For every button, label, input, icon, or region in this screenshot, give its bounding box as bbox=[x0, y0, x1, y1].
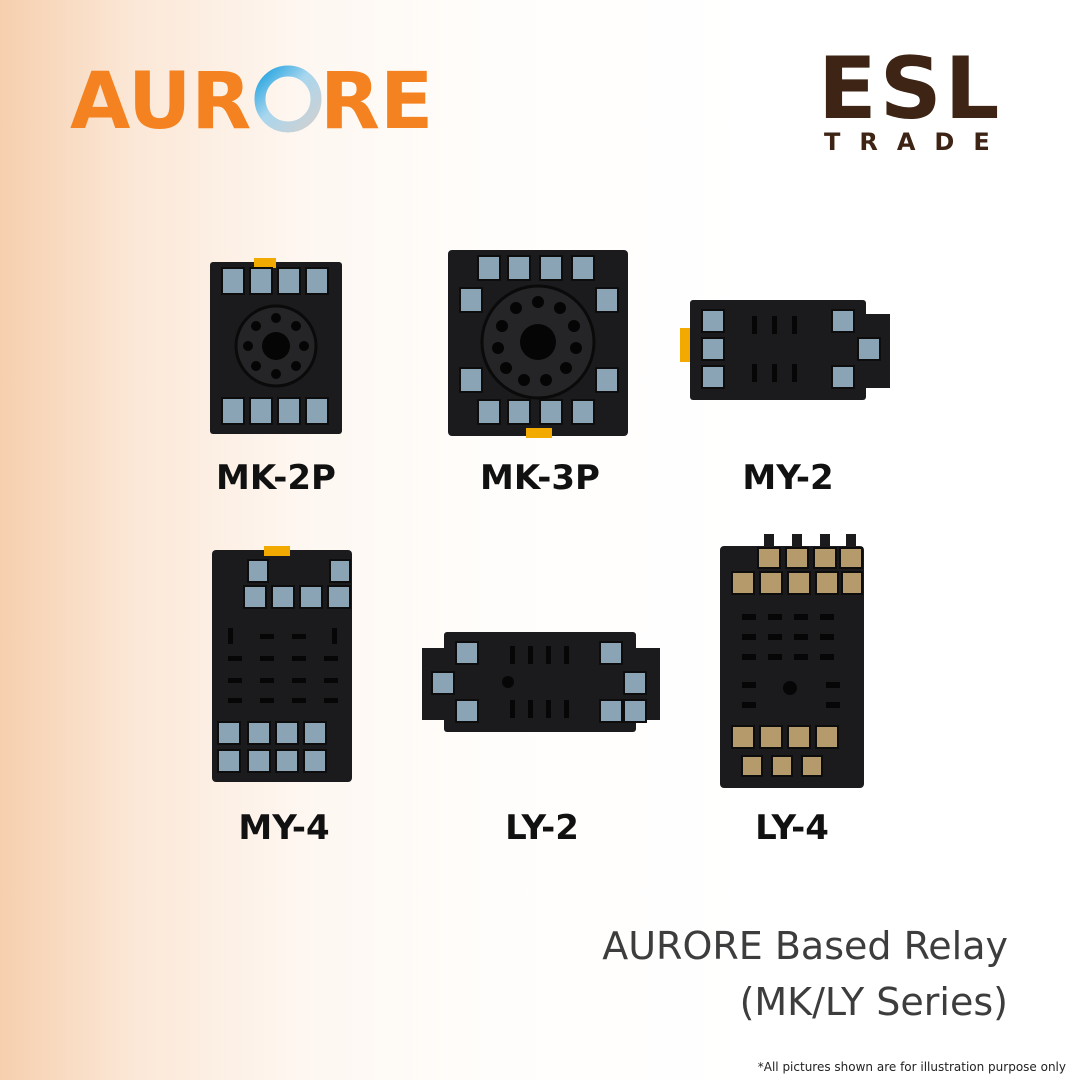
esl-trade-logo: ESL TRADE bbox=[818, 46, 1014, 156]
esl-logo-main: ESL bbox=[818, 39, 1003, 139]
product-label-my-2: MY-2 bbox=[742, 458, 834, 498]
relay-socket-my-2-image bbox=[676, 298, 894, 404]
svg-text:AUR: AUR bbox=[70, 58, 251, 138]
relay-socket-ly-2-image bbox=[418, 630, 664, 736]
caption-line-2: (MK/LY Series) bbox=[739, 980, 1008, 1024]
aurore-logo: AUR RE bbox=[70, 58, 430, 138]
product-label-mk-2p: MK-2P bbox=[216, 458, 336, 498]
relay-socket-my-4-image bbox=[204, 546, 362, 786]
product-label-ly-4: LY-4 bbox=[755, 808, 829, 848]
relay-socket-mk-3p-image bbox=[446, 244, 630, 440]
relay-socket-mk-2p-image bbox=[206, 258, 346, 436]
product-label-ly-2: LY-2 bbox=[505, 808, 579, 848]
svg-text:RE: RE bbox=[320, 58, 430, 138]
caption-line-1: AURORE Based Relay bbox=[602, 924, 1008, 968]
esl-logo-sub: TRADE bbox=[824, 128, 1009, 156]
disclaimer-text: *All pictures shown are for illustration… bbox=[757, 1060, 1066, 1074]
product-label-mk-3p: MK-3P bbox=[480, 458, 600, 498]
product-label-my-4: MY-4 bbox=[238, 808, 330, 848]
product-caption: AURORE Based Relay (MK/LY Series) bbox=[602, 918, 1008, 1030]
relay-socket-ly-4-image bbox=[716, 530, 868, 792]
